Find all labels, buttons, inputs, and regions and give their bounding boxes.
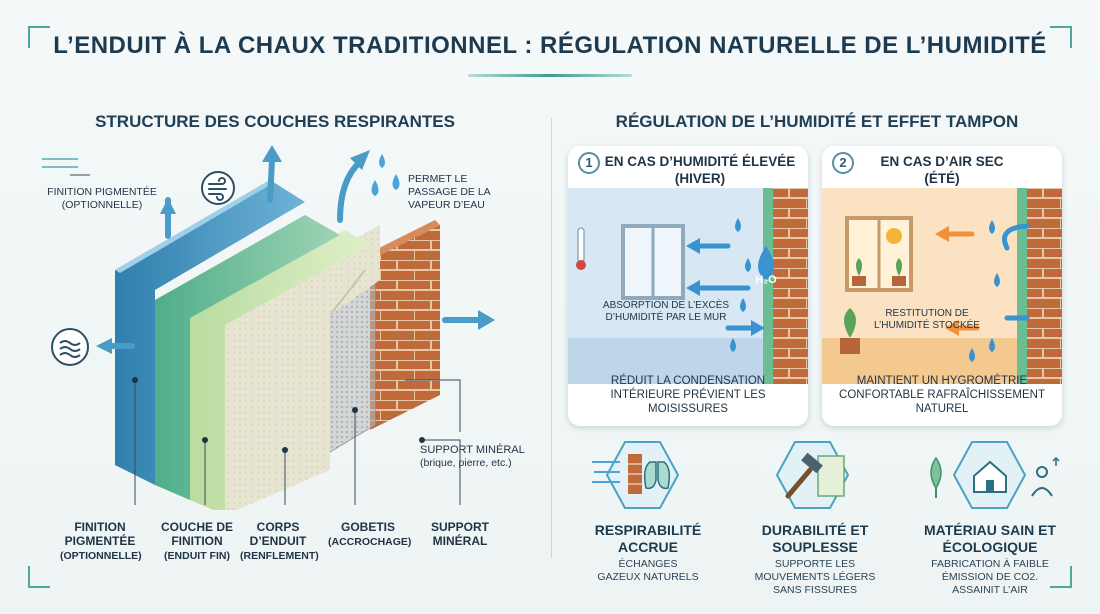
finish-coat-layer (190, 230, 370, 510)
h2o-badge: H₂O (755, 274, 777, 286)
wind-circle-icon (201, 171, 235, 205)
label-support-side: Support minéral (brique, pierre, etc.) (420, 444, 530, 470)
benefit-title-3: Matériau sain et écologique (924, 522, 1056, 555)
support-side-title: Support minéral (420, 444, 525, 456)
benefit-desc-1: Échanges gazeux naturels (597, 558, 699, 583)
hammer-plaster-icon (775, 441, 850, 509)
corner-top-left (28, 26, 50, 48)
benefit-desc-3: Fabrication à faible émission de CO2. As… (931, 558, 1049, 596)
layer-label-2: Couche de finition(enduit fin) (160, 520, 233, 562)
corner-top-right (1050, 26, 1072, 48)
layer-label-4: Gobetis(accrochage) (328, 520, 412, 548)
benefit-desc-2: Supporte les mouvements légers sans fiss… (754, 558, 876, 596)
layers-heading: Structure des couches respirantes (95, 112, 455, 131)
layer-label-1: Finition pigmentée(optionnelle) (60, 520, 142, 562)
card-number: 1 (578, 152, 600, 174)
card-summer: 2 En cas d’air sec (été) Restitution de … (822, 146, 1062, 426)
card-footer: Maintient un hygrométrie confortable raf… (839, 375, 1045, 415)
label-top-finish: Finition pigmentée (optionnelle) (47, 186, 157, 211)
wall-layers-diagram (70, 145, 495, 510)
winter-scene (568, 188, 808, 384)
label-vapour: Permet le passage de la vapeur d’eau (408, 173, 491, 211)
page-title: L’enduit à la chaux traditionnel : Régul… (53, 32, 1047, 59)
moisture-circle-icon (51, 328, 89, 366)
card-title: En cas d’humidité élevée (hiver) (604, 154, 796, 186)
layer-label-5: Support minéral (430, 520, 489, 548)
winter-scene-label: Absorption de l’excès d’humidité par le … (602, 300, 730, 323)
support-side-detail: (brique, pierre, etc.) (420, 457, 512, 469)
pigment-layer (115, 180, 305, 485)
card-winter: 1 En cas d’humidité élevée (hiver) H₂O A… (568, 146, 808, 426)
summer-scene-label: Restitution de l’humidité stockée (874, 308, 980, 331)
corner-bottom-left (28, 566, 50, 588)
card-footer: Réduit la condensation intérieure prévie… (610, 375, 766, 415)
benefit-title-2: Durabilité et souplesse (761, 522, 869, 555)
eco-house-icon (930, 441, 1060, 509)
lungs-wall-icon (592, 441, 680, 509)
regulation-heading: Régulation de l’humidité et effet tampon (615, 112, 1019, 131)
layer-label-3: Corps d’enduit(renflement) (240, 520, 319, 562)
decor-lines (42, 158, 78, 168)
corner-bottom-right (1050, 566, 1072, 588)
benefit-title-1: Respirabilité accrue (594, 522, 702, 555)
summer-scene (822, 188, 1062, 384)
card-title: En cas d’air sec (été) (880, 154, 1004, 186)
title-underline (468, 74, 632, 77)
card-number: 2 (832, 152, 854, 174)
section-divider (551, 118, 552, 558)
green-layer (155, 215, 340, 500)
brick-layer (370, 225, 440, 430)
